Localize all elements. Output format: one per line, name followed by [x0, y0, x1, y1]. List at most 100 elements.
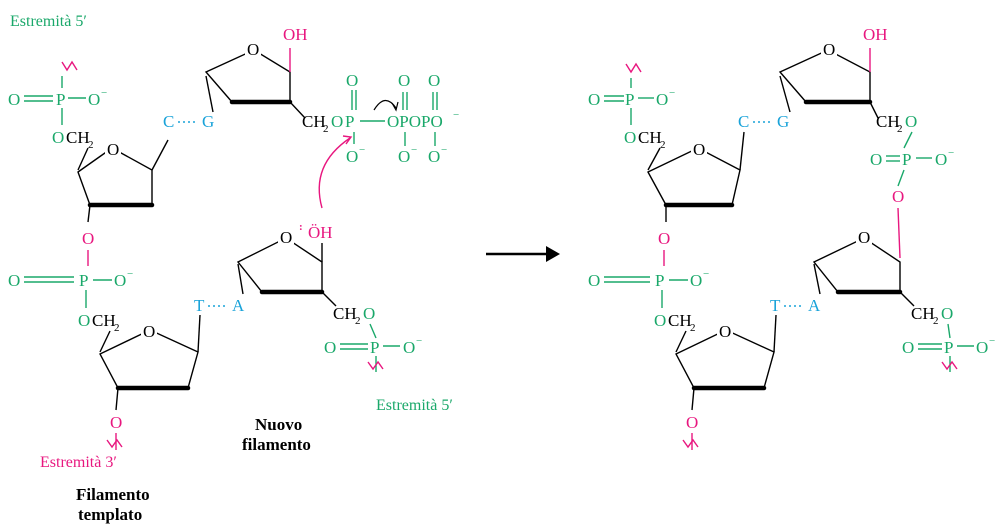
svg-text:−: −: [416, 335, 422, 347]
svg-text:O: O: [428, 147, 440, 166]
svg-text:2: 2: [114, 322, 120, 334]
reaction-arrow: [486, 246, 560, 262]
pyrophosphate-leaving: OPOPO: [387, 112, 443, 131]
svg-text:O: O: [654, 311, 666, 330]
svg-text:CH: CH: [92, 311, 116, 330]
svg-text:P: P: [625, 90, 634, 109]
svg-text:O: O: [331, 112, 343, 131]
hydroxyl-3prime-top: OH: [283, 25, 308, 44]
svg-text:O: O: [346, 71, 358, 90]
wavy-cut-mark: [106, 438, 123, 449]
svg-text:O: O: [823, 40, 835, 59]
svg-text:O: O: [624, 128, 636, 147]
svg-text:2: 2: [690, 322, 696, 334]
svg-text:O: O: [658, 229, 670, 248]
svg-text:−: −: [703, 268, 709, 280]
svg-text:O: O: [110, 413, 122, 432]
label-new-strand-1: Nuovo: [255, 415, 302, 434]
deoxyribose-ring-1: O: [77, 138, 169, 223]
svg-text:−: −: [127, 268, 133, 280]
svg-text:O: O: [858, 228, 870, 247]
svg-text:2: 2: [897, 123, 903, 135]
nucleophilic-attack-arrow: [318, 137, 351, 209]
svg-text:O: O: [941, 304, 953, 323]
deoxyribose-ring-3: O OH: [204, 25, 308, 119]
svg-text:O: O: [280, 228, 292, 247]
svg-text:CH: CH: [911, 304, 935, 323]
svg-text:O: O: [346, 147, 358, 166]
svg-text:O: O: [114, 271, 126, 290]
base-a: A: [232, 296, 245, 315]
svg-text:CH: CH: [876, 112, 900, 131]
phosphate-group-top-left: O P O − O CH 2: [8, 60, 107, 151]
label-new-strand-2: filamento: [242, 435, 311, 454]
svg-text:−: −: [101, 87, 107, 99]
svg-text:O: O: [324, 338, 336, 357]
svg-text:P: P: [345, 112, 354, 131]
label-template-strand-1: Filamento: [76, 485, 150, 504]
svg-text:O: O: [656, 90, 668, 109]
svg-text:2: 2: [660, 139, 666, 151]
svg-text:O: O: [686, 413, 698, 432]
svg-text:CH: CH: [66, 128, 90, 147]
deoxyribose-ring-2: O: [99, 314, 201, 411]
svg-text:P: P: [944, 338, 953, 357]
svg-text:O: O: [693, 140, 705, 159]
svg-text::: :: [299, 221, 303, 233]
svg-text:O: O: [247, 40, 259, 59]
svg-text:P: P: [370, 338, 379, 357]
svg-text:O: O: [78, 311, 90, 330]
svg-text:−: −: [453, 109, 459, 121]
base-c: C: [163, 112, 174, 131]
svg-text:O: O: [588, 271, 600, 290]
label-template-strand-2: templato: [78, 505, 142, 524]
wavy-cut-mark: [367, 360, 384, 371]
triphosphate-group: CH 2 O P O O − OPOPO − O O O − O −: [302, 71, 459, 166]
svg-text:−: −: [989, 335, 995, 347]
product-structure: O P O − O CH 2 O C G O O P O − O CH 2: [588, 25, 995, 450]
svg-text:O: O: [588, 90, 600, 109]
svg-text:O: O: [403, 338, 415, 357]
svg-text:−: −: [359, 144, 365, 156]
svg-text:O: O: [976, 338, 988, 357]
svg-text:CH: CH: [638, 128, 662, 147]
label-5prime-mid: Estremità 5′: [376, 397, 453, 414]
svg-text:O: O: [902, 338, 914, 357]
svg-text:O: O: [892, 187, 904, 206]
svg-text:O: O: [690, 271, 702, 290]
svg-text:O: O: [143, 322, 155, 341]
svg-text:A: A: [808, 296, 821, 315]
svg-text:O: O: [719, 322, 731, 341]
base-t: T: [194, 296, 205, 315]
svg-text:P: P: [79, 271, 88, 290]
svg-text:2: 2: [933, 315, 939, 327]
atom-p: P: [56, 90, 65, 109]
svg-text:−: −: [411, 144, 417, 156]
svg-text:CH: CH: [302, 112, 326, 131]
svg-text:OH: OH: [863, 25, 888, 44]
svg-text:O: O: [363, 304, 375, 323]
svg-text:2: 2: [88, 139, 94, 151]
svg-text:−: −: [441, 144, 447, 156]
svg-text:−: −: [948, 147, 954, 159]
phosphodiester-bridge-1: O O P O − O CH 2: [8, 229, 133, 334]
svg-text:G: G: [777, 112, 789, 131]
svg-text:O: O: [8, 271, 20, 290]
wavy-cut-mark: [61, 60, 78, 72]
base-g: G: [202, 112, 214, 131]
svg-text:O: O: [398, 71, 410, 90]
svg-text:O: O: [82, 229, 94, 248]
nucleophile-3prime-oh: ÖH: [308, 223, 333, 242]
svg-text:O: O: [107, 140, 119, 159]
svg-text:P: P: [655, 271, 664, 290]
atom-o-ester: O: [52, 128, 64, 147]
atom-o: O: [8, 90, 20, 109]
svg-text:C: C: [738, 112, 749, 131]
svg-text:CH: CH: [668, 311, 692, 330]
svg-text:O: O: [935, 150, 947, 169]
deoxyribose-ring-4: ÖH : O CH 2 O O P O −: [236, 221, 422, 372]
svg-text:2: 2: [355, 315, 361, 327]
atom-o-minus: O: [88, 90, 100, 109]
